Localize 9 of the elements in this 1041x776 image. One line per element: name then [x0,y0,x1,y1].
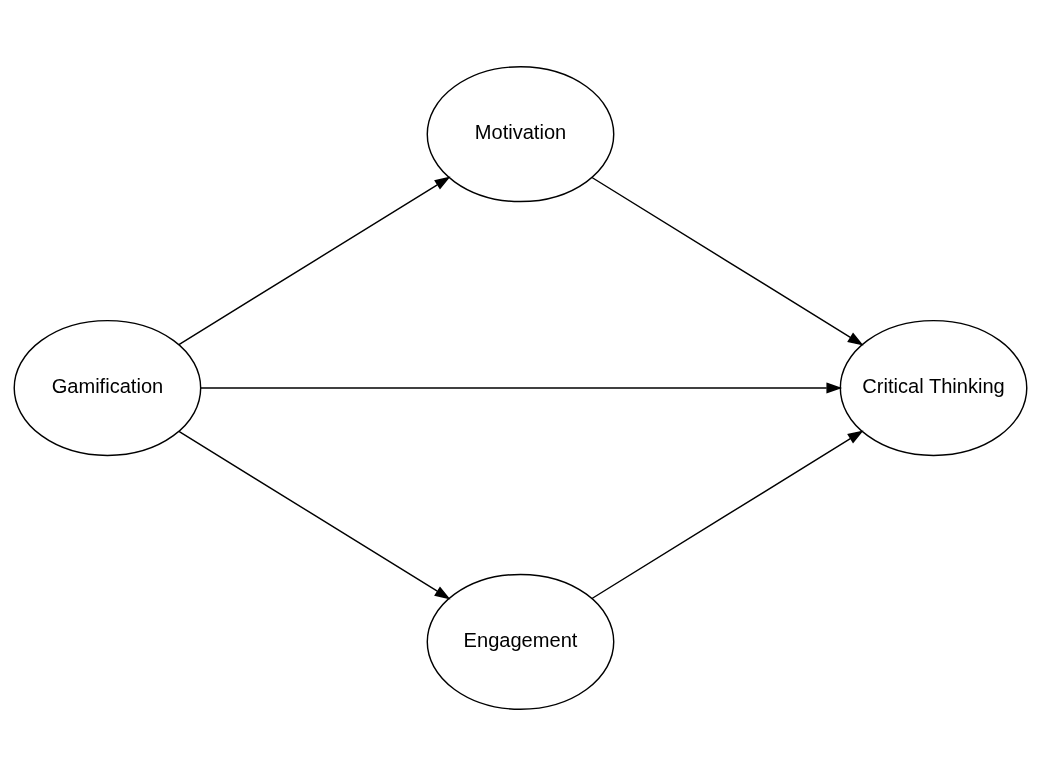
node-ellipse: Motivation [426,66,615,203]
node-ellipse: Critical Thinking [839,319,1028,457]
arrow [591,430,864,600]
node-ellipse: Gamification [13,319,202,457]
arrow [178,176,451,346]
arrow [591,176,864,346]
arrow [200,382,843,394]
node-ellipse: Engagement [426,573,615,710]
arrow [178,430,451,600]
